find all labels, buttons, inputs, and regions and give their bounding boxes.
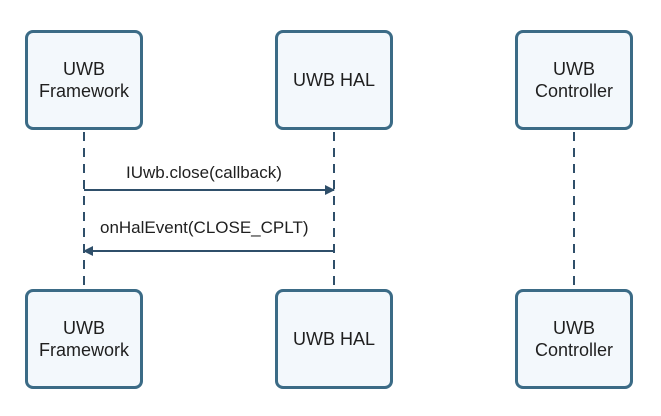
participant-bottom-hal: UWB HAL	[275, 289, 393, 389]
participant-top-framework: UWB Framework	[25, 30, 143, 130]
participant-top-hal: UWB HAL	[275, 30, 393, 130]
message-label-close: IUwb.close(callback)	[126, 163, 282, 182]
participant-top-controller: UWB Controller	[515, 30, 633, 130]
message-label-hal-event: onHalEvent(CLOSE_CPLT)	[100, 218, 309, 237]
participant-bottom-framework: UWB Framework	[25, 289, 143, 389]
participant-bottom-controller: UWB Controller	[515, 289, 633, 389]
